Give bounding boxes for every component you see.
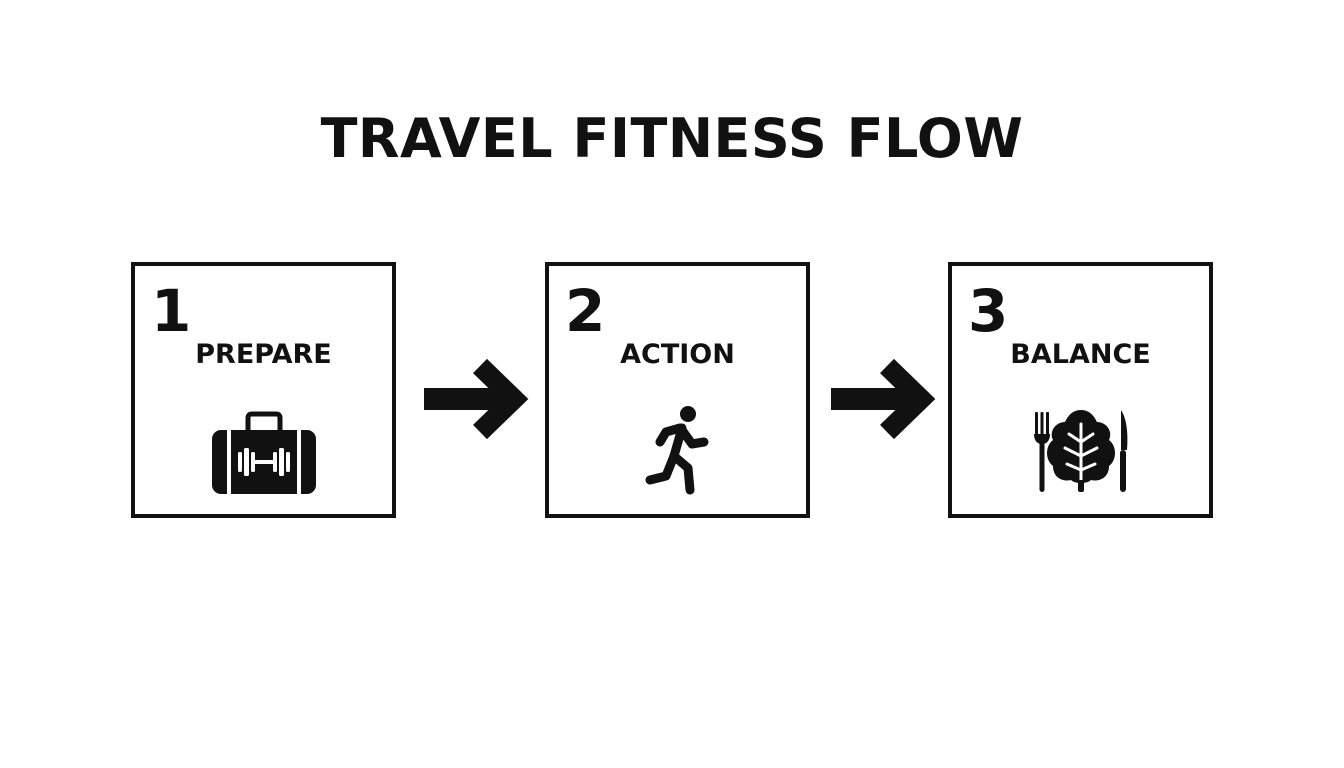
arrow-right-icon: [422, 357, 532, 441]
step-prepare: 1 PREPARE: [131, 262, 396, 518]
step-number: 1: [151, 277, 192, 345]
diagram-title: TRAVEL FITNESS FLOW: [320, 107, 1024, 170]
step-balance: 3 BALANCE: [948, 262, 1213, 518]
suitcase-dumbbell-icon: [204, 406, 324, 496]
step-action: 2 ACTION: [545, 262, 810, 518]
fork-leaf-knife-icon: [1021, 406, 1141, 496]
step-label: ACTION: [620, 339, 735, 370]
step-label: BALANCE: [1010, 339, 1151, 370]
running-person-icon: [618, 406, 738, 496]
step-label: PREPARE: [195, 339, 332, 370]
arrow-right-icon: [829, 357, 939, 441]
step-number: 3: [968, 277, 1009, 345]
step-number: 2: [565, 277, 606, 345]
